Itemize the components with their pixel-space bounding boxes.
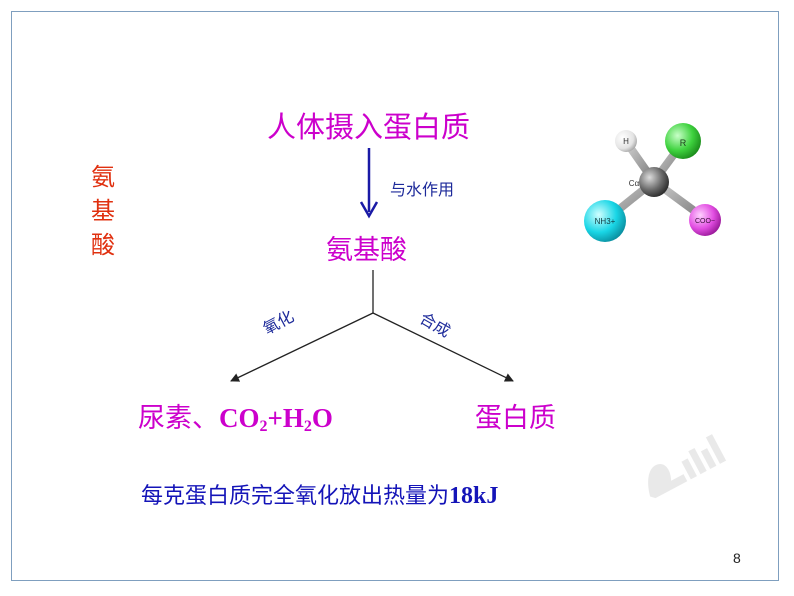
page-number: 8 [733,550,741,566]
hydrogen-atom [615,130,637,152]
chem-o: O [311,403,333,433]
mol-label-h: H [623,137,629,146]
carboxyl-group-atom [689,204,721,236]
node-oxidation-products: 尿素、CO2+H2O [138,396,333,436]
chem-co: CO [219,403,260,433]
mol-label-r: R [680,138,687,148]
synthesis-arrow [372,312,514,382]
summary-value: 18kJ [449,483,499,509]
urea-label: 尿素、 [138,403,219,434]
mol-label-ca: Cα [629,179,640,188]
slide-frame [11,11,779,581]
chem-formula: CO2+H2O [219,403,333,435]
summary-text: 每克蛋白质完全氧化放出热量为 [141,484,450,509]
r-group-atom [665,123,701,159]
side-title: 氨 基 酸 [87,160,119,262]
mol-label-coo: COO− [695,218,715,225]
chem-plus-h: +H [267,403,304,433]
chem-co-sub: 2 [259,418,268,435]
side-title-char-3: 酸 [91,231,115,259]
node-amino-acid: 氨基酸 [326,235,407,266]
alpha-carbon-atom [639,167,669,197]
label-hydrolysis: 与水作用 [390,180,455,199]
mol-label-nh3: NH3+ [595,217,616,226]
chem-h-sub: 2 [303,418,312,435]
energy-summary: 每克蛋白质完全氧化放出热量为18kJ [141,478,498,510]
side-title-char-1: 氨 [91,163,115,191]
oxidation-arrow [230,312,374,382]
node-protein-intake: 人体摄入蛋白质 [267,110,471,144]
amino-group-atom [584,200,626,242]
watermark-logo [648,434,727,499]
hydrolysis-arrow [359,148,379,219]
side-title-char-2: 基 [91,197,115,225]
amino-acid-molecule: R H Cα NH3+ COO− [584,123,721,242]
node-protein-synthesis: 蛋白质 [475,403,556,434]
